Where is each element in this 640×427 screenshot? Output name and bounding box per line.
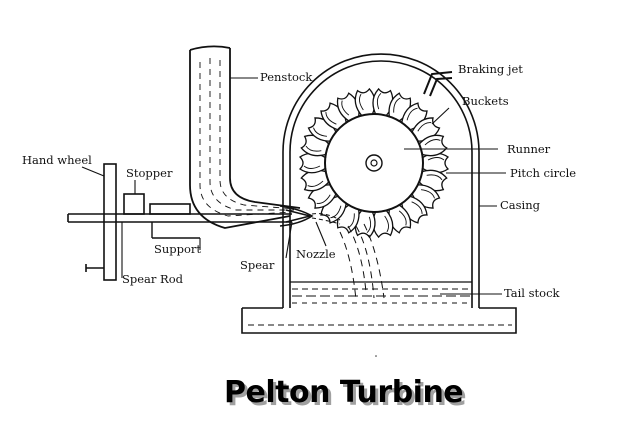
runner [324,113,424,213]
nozzle [279,205,314,227]
label-spear-rod: Spear Rod [122,272,184,286]
label-hand-wheel: Hand wheel [22,153,92,167]
penstock [189,45,301,229]
penstock-flow [199,58,297,217]
stopper [123,193,191,215]
label-tail-stock: Tail stock [504,286,561,300]
label-support: Support [154,242,201,256]
spear-rod [67,213,292,223]
label-casing: Casing [500,198,541,212]
jet [311,213,341,225]
label-stopper: Stopper [126,166,173,180]
bucket [421,152,450,174]
support [151,222,200,239]
bucket [298,152,327,174]
page-title: Pelton Turbine [224,375,463,410]
title-group: Pelton Turbine Pelton Turbine [224,375,467,413]
leader-lines [81,77,506,295]
casing [282,53,480,308]
label-buckets: Buckets [462,94,509,108]
label-penstock: Penstock [260,70,313,84]
label-runner: Runner [507,142,551,156]
falling-water [339,223,385,301]
bucket [418,134,448,157]
label-spear: Spear [240,258,275,272]
label-pitch-circle: Pitch circle [510,166,576,180]
stray-dot [375,355,377,357]
label-braking-jet: Braking jet [458,62,523,76]
buckets [298,87,450,239]
label-nozzle: Nozzle [296,247,336,261]
hand-wheel [85,163,117,281]
braking-jet-nozzle [423,71,453,97]
tail-water [248,281,512,326]
labels: Penstock Braking jet Buckets Runner Pitc… [22,62,576,300]
title-shadow: Pelton Turbine [227,378,466,413]
base-tank [241,307,517,334]
